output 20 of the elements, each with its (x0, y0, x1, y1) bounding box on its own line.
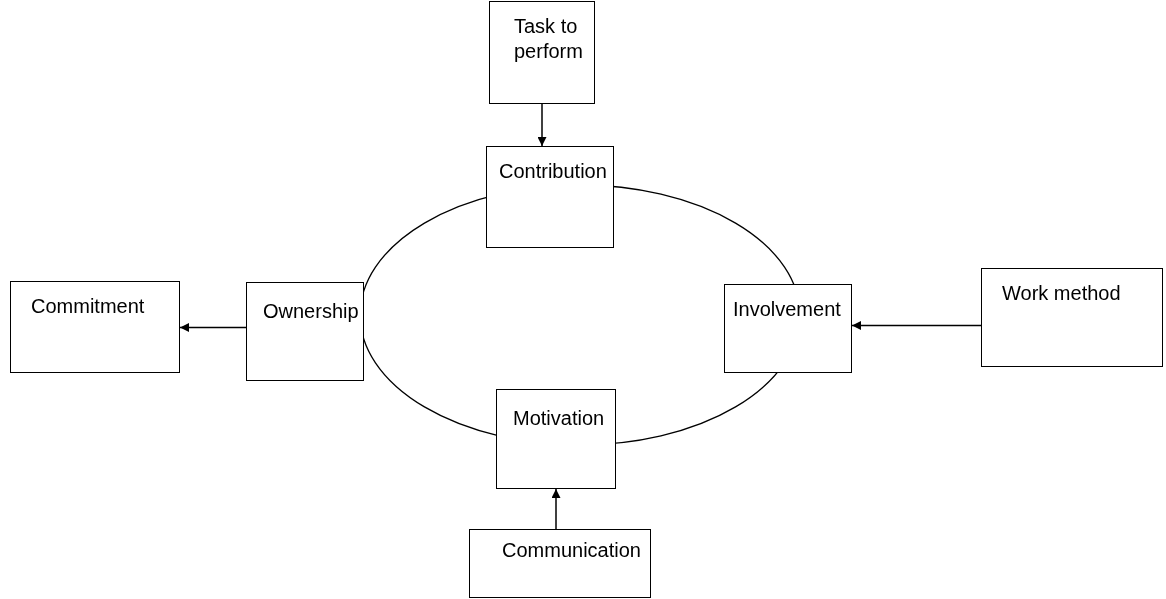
box-label: Communication (502, 538, 642, 563)
box-label: Contribution (499, 159, 608, 184)
process-box (496, 389, 616, 489)
process-box (489, 1, 595, 104)
process-box (469, 529, 651, 598)
process-box (724, 284, 852, 373)
process-box (486, 146, 614, 248)
process-box (981, 268, 1163, 367)
arrow (537, 103, 547, 147)
process-box (10, 281, 180, 373)
box-label: Work method (1002, 281, 1122, 306)
box-label: Task to perform (514, 14, 584, 64)
arrow (551, 488, 561, 530)
box-label: Motivation (513, 406, 606, 431)
arrow (179, 323, 247, 332)
box-label: Commitment (31, 294, 146, 319)
box-label: Ownership (263, 299, 360, 324)
arrow (851, 321, 982, 330)
process-box (246, 282, 364, 381)
box-label: Involvement (733, 297, 842, 322)
